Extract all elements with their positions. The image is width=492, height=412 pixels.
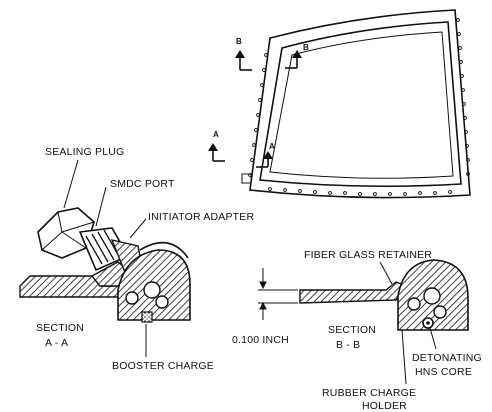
fiber-glass-strip (299, 281, 408, 304)
label-sealing-plug: SEALING PLUG (45, 146, 124, 158)
label-initiator-adapter: INITIATOR ADAPTER (148, 211, 254, 223)
label-detonating-line1: DETONATING (412, 352, 482, 364)
marker-a-right: A (269, 142, 275, 151)
label-smdc-port: SMDC PORT (110, 178, 175, 190)
booster-charge-pellet (141, 311, 153, 323)
latch-fitting (241, 173, 252, 184)
label-section-b-line2: B - B (336, 339, 360, 351)
label-section-a-line2: A - A (45, 337, 68, 349)
label-fiber-glass-retainer: FIBER GLASS RETAINER (304, 249, 432, 261)
label-section-a-line1: SECTION (36, 322, 84, 334)
section-b-leaders (379, 261, 437, 385)
section-a-marker-right (256, 151, 273, 168)
section-a-a-drawing (19, 207, 191, 323)
marker-b-left: B (236, 37, 242, 46)
section-b-marker-left (235, 50, 252, 71)
label-detonating-line2: HNS CORE (415, 366, 472, 378)
marker-a-left: A (213, 130, 219, 139)
section-b-b-drawing (299, 259, 469, 331)
section-b-marker-right (285, 50, 302, 69)
section-a-marker-left (208, 143, 225, 162)
rivet-row-right (456, 18, 470, 176)
marker-b-right: B (303, 43, 309, 52)
label-rubber-line2: HOLDER (362, 400, 407, 412)
label-rubber-line1: RUBBER CHARGE (322, 387, 416, 399)
canopy-panel: B B A A (208, 9, 471, 199)
section-a-leaders (63, 159, 147, 357)
label-booster-charge: BOOSTER CHARGE (112, 360, 214, 372)
label-section-b-line1: SECTION (328, 324, 376, 336)
label-dimension: 0.100 INCH (232, 334, 289, 346)
dimension-indicator (258, 268, 298, 320)
rivet-row-bottom (268, 187, 452, 196)
